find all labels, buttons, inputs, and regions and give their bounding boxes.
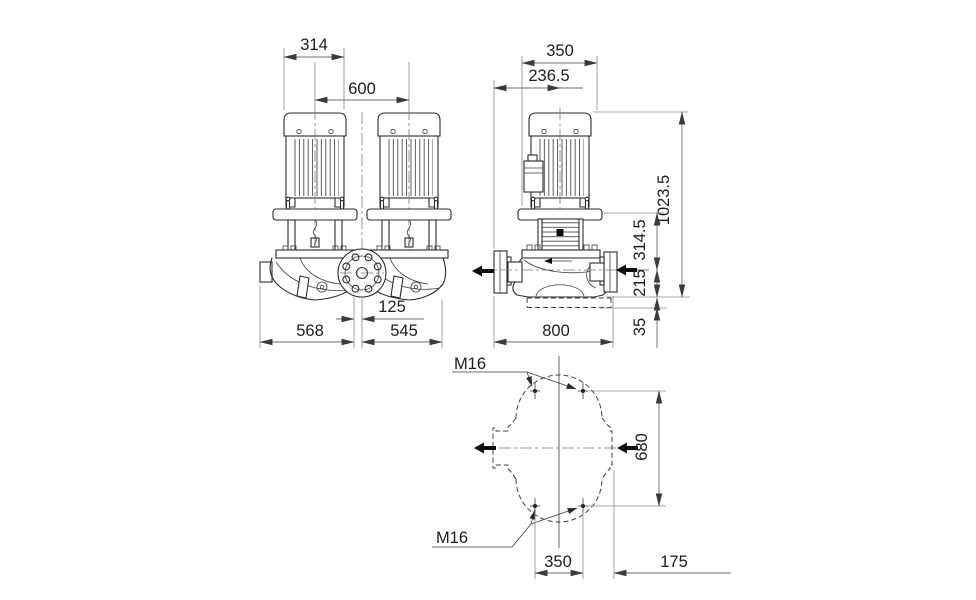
dim-center-to-foot: 215: [631, 269, 649, 297]
bolt-callout-bottom: M16: [432, 507, 578, 548]
front-dimensions: 314 600 125 568 545: [259, 36, 443, 348]
dim-right-length: 545: [390, 322, 418, 340]
flow-arrow-base-in: [617, 442, 638, 454]
foundation-bolt-holes: [530, 383, 588, 514]
footprint-outline: [492, 374, 613, 523]
volute-side: [508, 257, 608, 298]
side-view: 350 236.5 1023.5 314.5 215 35 800: [472, 42, 690, 348]
lantern: [537, 218, 584, 251]
flow-arrow-base-out: [474, 442, 496, 454]
dim-total-height: 1023.5: [655, 175, 673, 225]
front-right-motor: [362, 107, 452, 301]
dim-flange-to-center: 236.5: [528, 67, 569, 85]
baseplate-side: [526, 297, 612, 308]
dim-center-offset: 125: [378, 298, 406, 316]
casing-bolts: [282, 245, 347, 251]
dim-flange-face-offset: 175: [660, 553, 688, 571]
label-thread-top: M16: [454, 355, 486, 373]
suction-flange: [493, 250, 523, 294]
bottom-footprint-view: M16 M16 680 350 175: [432, 355, 731, 579]
dim-baseplate-height: 35: [631, 318, 649, 336]
discharge-flange: [589, 251, 618, 293]
bolt-callout-top: M16: [452, 355, 577, 390]
front-view: 314 600 125 568 545: [259, 36, 452, 348]
dim-bolt-spacing-horizontal: 350: [544, 553, 572, 571]
side-dimensions: 350 236.5 1023.5 314.5 215 35 800: [493, 42, 690, 348]
label-thread-bottom: M16: [436, 529, 468, 547]
dim-left-length: 568: [296, 322, 324, 340]
dim-motor-spacing: 600: [348, 80, 376, 98]
terminal-box: [523, 154, 544, 193]
flow-arrow-in: [616, 264, 637, 276]
dim-port-to-port: 800: [542, 322, 570, 340]
bottom-dimensions: 680 350 175: [534, 390, 731, 579]
dim-bolt-spacing-vertical: 680: [633, 433, 651, 461]
flow-arrow-out: [472, 265, 494, 277]
casing-bolts: [376, 245, 441, 251]
dim-stool-width: 350: [546, 42, 574, 60]
dim-motor-width: 314: [300, 36, 328, 54]
center-flange: [337, 112, 387, 298]
casing-bolts: [526, 244, 598, 251]
dim-center-to-stool: 314.5: [631, 219, 649, 260]
